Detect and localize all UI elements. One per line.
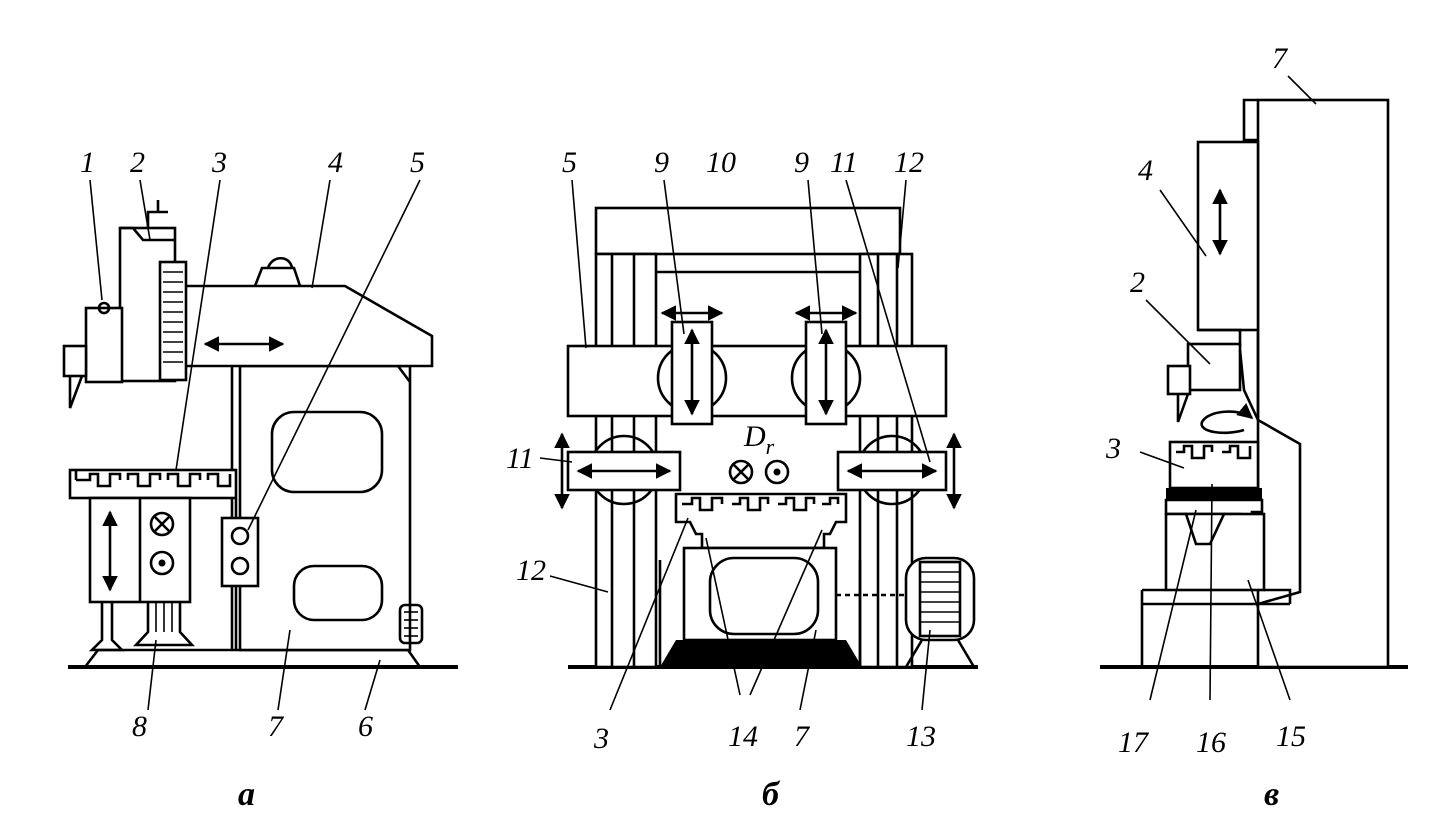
ram-c bbox=[1196, 140, 1260, 332]
cutting-tool-c bbox=[1176, 393, 1190, 423]
label-b-14: 14 bbox=[728, 720, 758, 753]
column-window-upper bbox=[270, 410, 384, 494]
label-a-4: 4 bbox=[328, 146, 343, 179]
label-b-12-right: 12 bbox=[894, 146, 924, 179]
label-a-8: 8 bbox=[132, 710, 147, 743]
caption-b: б bbox=[762, 776, 781, 813]
label-b-9-right: 9 bbox=[794, 146, 809, 179]
label-c-4: 4 bbox=[1138, 154, 1153, 187]
label-a-7: 7 bbox=[268, 710, 285, 743]
figure-c-machine bbox=[1100, 75, 1408, 701]
table-rotation-arrow bbox=[1200, 403, 1254, 435]
label-b-9-left: 9 bbox=[654, 146, 669, 179]
label-b-10: 10 bbox=[706, 146, 736, 179]
column-window-lower bbox=[292, 564, 384, 622]
bed-window bbox=[708, 556, 820, 636]
tool-holder bbox=[84, 306, 124, 384]
figure-b-machine bbox=[539, 179, 978, 711]
base-plate bbox=[83, 648, 422, 668]
label-a-1: 1 bbox=[80, 146, 95, 179]
symbol-dr: Dr bbox=[743, 420, 775, 459]
caption-a: а bbox=[238, 776, 255, 813]
crossbeam bbox=[594, 206, 902, 256]
column-c bbox=[1256, 98, 1390, 669]
bed-foundation bbox=[660, 640, 862, 667]
label-a-2: 2 bbox=[130, 146, 145, 179]
cross-rail bbox=[566, 344, 948, 418]
label-a-5: 5 bbox=[410, 146, 425, 179]
symbol-dr-main: D bbox=[743, 420, 766, 453]
control-panel bbox=[220, 516, 260, 588]
feed-into-symbol bbox=[728, 459, 754, 485]
cutting-tool bbox=[68, 375, 84, 409]
label-b-3: 3 bbox=[593, 722, 609, 755]
base-15 bbox=[1164, 512, 1266, 592]
handwheel-a bbox=[398, 603, 424, 645]
label-b-11-right: 11 bbox=[830, 146, 858, 179]
label-c-3: 3 bbox=[1105, 432, 1121, 465]
rotary-gear-ring bbox=[1166, 488, 1262, 500]
label-c-17: 17 bbox=[1118, 726, 1150, 759]
feed-out-symbol bbox=[764, 459, 790, 485]
label-a-6: 6 bbox=[358, 710, 373, 743]
ram bbox=[183, 284, 434, 368]
label-b-13: 13 bbox=[906, 720, 936, 753]
label-c-15: 15 bbox=[1276, 720, 1306, 753]
label-a-3: 3 bbox=[211, 146, 227, 179]
label-c-7: 7 bbox=[1272, 42, 1289, 75]
label-c-16: 16 bbox=[1196, 726, 1226, 759]
symbol-dr-sub: r bbox=[766, 434, 775, 459]
label-b-12-left: 12 bbox=[516, 554, 546, 587]
column-body bbox=[238, 364, 412, 652]
figure-a-machine bbox=[62, 179, 458, 711]
label-b-11-left: 11 bbox=[506, 442, 534, 475]
label-b-5: 5 bbox=[562, 146, 577, 179]
caption-c: в bbox=[1264, 776, 1279, 813]
label-b-7: 7 bbox=[794, 720, 811, 753]
label-c-2: 2 bbox=[1130, 266, 1145, 299]
